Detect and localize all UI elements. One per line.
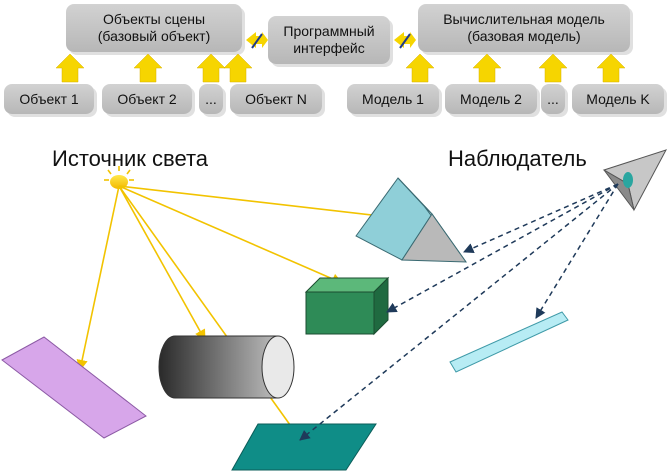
object-box-ellipsis: ... xyxy=(199,84,223,114)
model-label-k: Модель K xyxy=(586,90,650,107)
observer-label: Наблюдатель xyxy=(448,146,587,171)
model-box-ellipsis: ... xyxy=(541,84,565,114)
observer-icon xyxy=(602,149,668,212)
model-label-2: Модель 2 xyxy=(460,90,522,107)
object-label-2: Объект 2 xyxy=(117,90,177,107)
blue-slab xyxy=(449,311,569,373)
up-arrows xyxy=(55,53,626,83)
green-box xyxy=(304,276,390,336)
object-label-ellipsis: ... xyxy=(205,90,217,107)
api-box: Программный интерфейс xyxy=(268,16,390,64)
compute-model-line1: Вычислительная модель xyxy=(443,11,605,27)
purple-plane xyxy=(1,336,147,439)
api-line1: Программный xyxy=(283,23,375,39)
model-box-k: Модель K xyxy=(572,84,664,114)
scene-objects-line2: (базовый объект) xyxy=(97,28,211,44)
object-box-n: Объект N xyxy=(230,84,322,114)
observer-rays xyxy=(299,183,619,441)
model-box-2: Модель 2 xyxy=(445,84,537,114)
model-box-1: Модель 1 xyxy=(347,84,439,114)
object-label-1: Объект 1 xyxy=(19,90,79,107)
object-box-2: Объект 2 xyxy=(102,84,192,114)
compute-model-line2: (базовая модель) xyxy=(467,28,581,44)
bidirectional-arrows xyxy=(246,32,416,49)
model-label-ellipsis: ... xyxy=(547,90,559,107)
light-source-label: Источник света xyxy=(52,146,209,171)
scene-objects-box: Объекты сцены (базовый объект) xyxy=(66,4,242,52)
object-box-1: Объект 1 xyxy=(4,84,94,114)
compute-model-box: Вычислительная модель (базовая модель) xyxy=(418,4,630,52)
model-label-1: Модель 1 xyxy=(362,90,424,107)
light-source-icon xyxy=(104,166,134,189)
prism xyxy=(355,177,467,263)
api-line2: интерфейс xyxy=(293,40,365,56)
cylinder xyxy=(158,335,295,399)
object-label-n: Объект N xyxy=(245,90,307,107)
teal-plane xyxy=(231,423,377,471)
scene-objects-line1: Объекты сцены xyxy=(102,11,206,27)
